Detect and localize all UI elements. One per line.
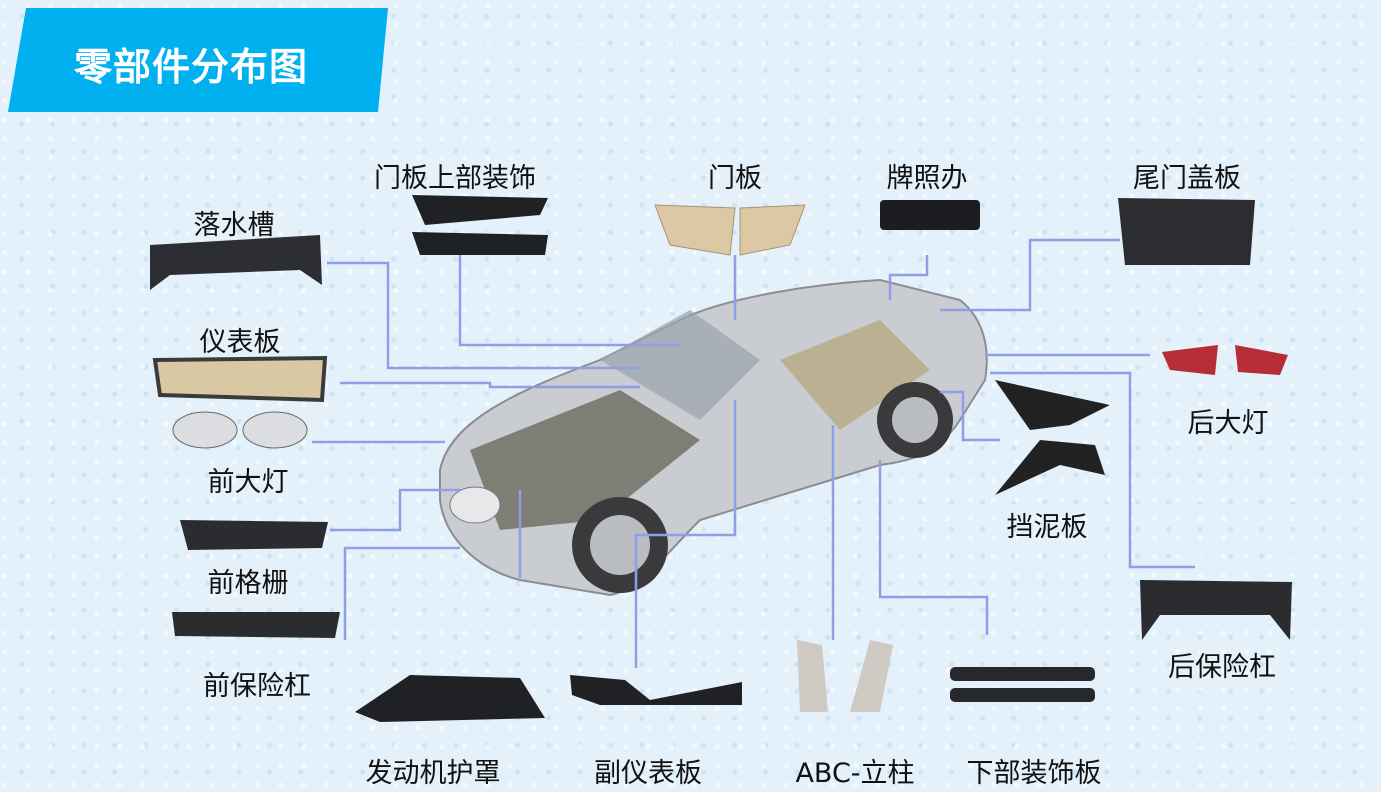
label-lower-trim: 下部装饰板: [966, 758, 1102, 789]
door-panel-part-image: [654, 204, 806, 256]
label-door-upper-trim: 门板上部装饰: [374, 163, 536, 194]
line-gutter: [327, 261, 640, 370]
headlamp-part-image: [172, 411, 308, 449]
license-plate-part-image: [880, 200, 980, 230]
front-bumper-part-image: [172, 612, 340, 638]
rear-lamp-part-image: [1162, 345, 1288, 375]
line-door-upper-trim: [458, 250, 680, 347]
front-grille-part-image: [180, 520, 328, 550]
line-front-bumper: [343, 546, 460, 640]
line-tailgate-cover: [940, 238, 1120, 312]
engine-cover-part-image: [355, 675, 545, 722]
line-front-grille: [330, 488, 460, 532]
label-fender: 挡泥板: [1006, 512, 1088, 543]
line-rear-bumper: [990, 371, 1195, 569]
line-fender: [940, 390, 1000, 442]
label-front-bumper: 前保险杠: [203, 671, 311, 702]
label-license-plate: 牌照办: [886, 163, 968, 194]
fender-part-image: [995, 380, 1110, 495]
label-rear-bumper: 后保险杠: [1168, 652, 1276, 683]
label-rear-lamp: 后大灯: [1187, 408, 1269, 439]
label-door-panel: 门板: [708, 163, 762, 194]
line-lower-trim: [878, 460, 989, 635]
line-console: [634, 400, 737, 668]
console-part-image: [570, 675, 742, 705]
car-cutaway-image: [439, 278, 988, 597]
label-abc-pillar: ABC-立柱: [795, 758, 915, 789]
abc-pillar-part-image: [797, 640, 893, 712]
leader-lines: [312, 238, 1195, 668]
instrument-panel-part-image: [152, 355, 328, 403]
label-headlamp: 前大灯: [207, 467, 289, 498]
label-tailgate-cover: 尾门盖板: [1133, 163, 1241, 194]
rear-bumper-part-image: [1140, 580, 1292, 640]
lower-trim-part-image: [950, 667, 1095, 702]
label-front-grille: 前格栅: [207, 568, 289, 599]
page-title: 零部件分布图: [74, 45, 309, 89]
gutter-part-image: [150, 235, 322, 290]
label-gutter: 落水槽: [193, 210, 275, 241]
title-banner: [8, 8, 388, 112]
line-instrument-panel: [340, 381, 640, 389]
label-console: 副仪表板: [594, 758, 702, 789]
door-upper-trim-part-image: [412, 195, 548, 255]
label-instrument-panel: 仪表板: [199, 327, 281, 358]
tailgate-cover-part-image: [1118, 198, 1255, 265]
label-engine-cover: 发动机护罩: [365, 758, 501, 789]
line-license-plate: [888, 255, 929, 300]
